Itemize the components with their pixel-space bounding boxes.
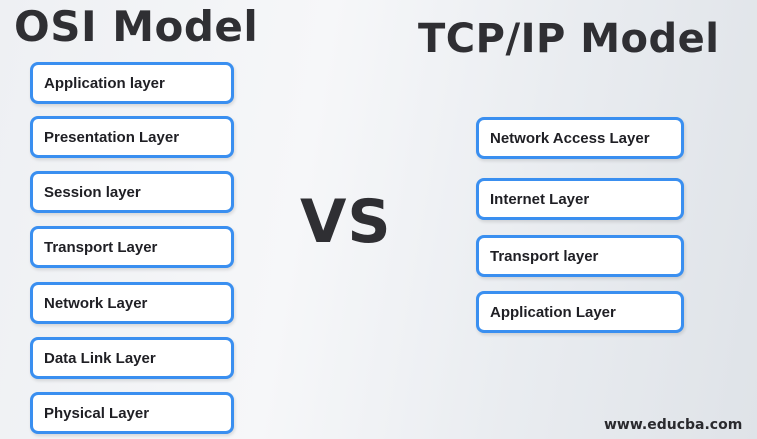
tcpip-layer-internet: Internet Layer bbox=[476, 178, 684, 220]
tcpip-model-title: TCP/IP Model bbox=[418, 16, 720, 62]
layer-label: Transport layer bbox=[490, 247, 599, 265]
layer-label: Application layer bbox=[44, 74, 165, 92]
osi-layer-presentation: Presentation Layer bbox=[30, 116, 234, 158]
layer-label: Network Layer bbox=[44, 294, 148, 312]
layer-label: Presentation Layer bbox=[44, 128, 180, 146]
layer-label: Network Access Layer bbox=[490, 129, 650, 147]
layer-label: Internet Layer bbox=[490, 190, 590, 208]
tcpip-layer-application: Application Layer bbox=[476, 291, 684, 333]
osi-layer-data-link: Data Link Layer bbox=[30, 337, 234, 379]
layer-label: Data Link Layer bbox=[44, 349, 156, 367]
tcpip-layer-transport: Transport layer bbox=[476, 235, 684, 277]
osi-layer-physical: Physical Layer bbox=[30, 392, 234, 434]
osi-model-title: OSI Model bbox=[14, 2, 259, 51]
osi-layer-transport: Transport Layer bbox=[30, 226, 234, 268]
watermark-url: www.educba.com bbox=[604, 417, 743, 433]
tcpip-layer-network-access: Network Access Layer bbox=[476, 117, 684, 159]
layer-label: Physical Layer bbox=[44, 404, 150, 422]
layer-label: Application Layer bbox=[490, 303, 616, 321]
osi-layer-application: Application layer bbox=[30, 62, 234, 104]
osi-layer-network: Network Layer bbox=[30, 282, 234, 324]
layer-label: Transport Layer bbox=[44, 238, 158, 256]
layer-label: Session layer bbox=[44, 183, 141, 201]
versus-label: VS bbox=[300, 187, 392, 257]
osi-layer-session: Session layer bbox=[30, 171, 234, 213]
